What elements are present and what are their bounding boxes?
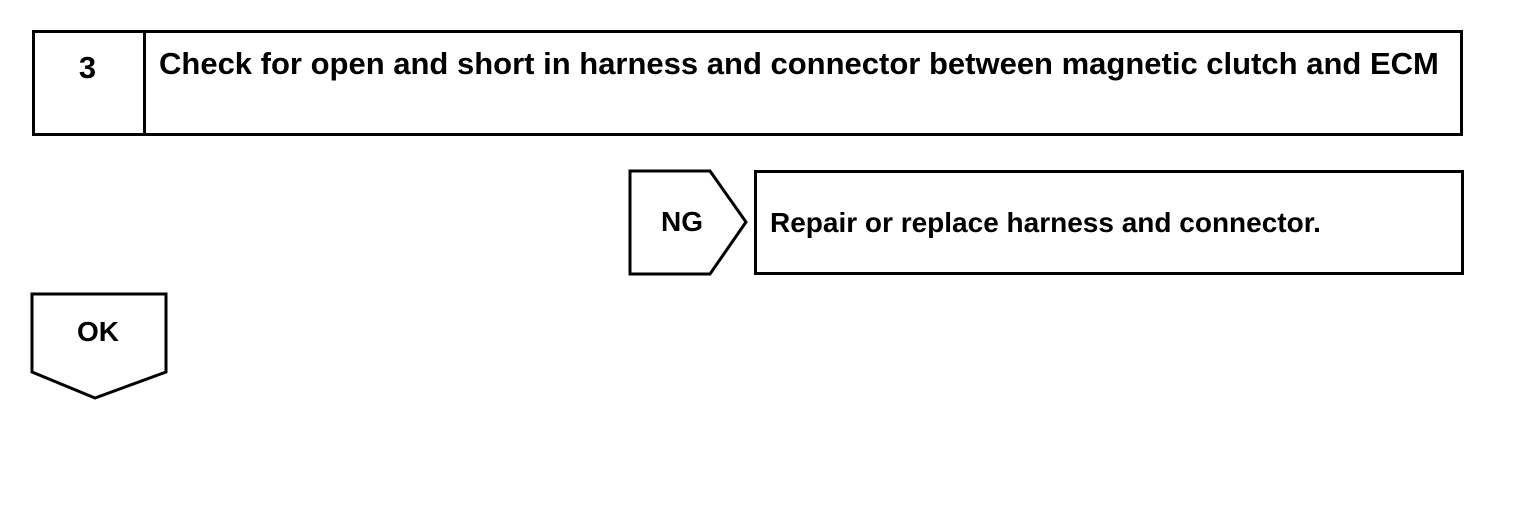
step-box [32,30,1463,136]
ng-action-text: Repair or replace harness and connector. [770,206,1321,238]
step-title: Check for open and short in harness and … [159,46,1439,81]
ng-arrow-shape [628,169,748,276]
step-number: 3 [32,30,146,136]
ng-label: NG [661,206,703,237]
ng-action-box [754,170,1464,275]
ok-label: OK [77,316,119,347]
ok-arrow-shape [30,292,168,400]
